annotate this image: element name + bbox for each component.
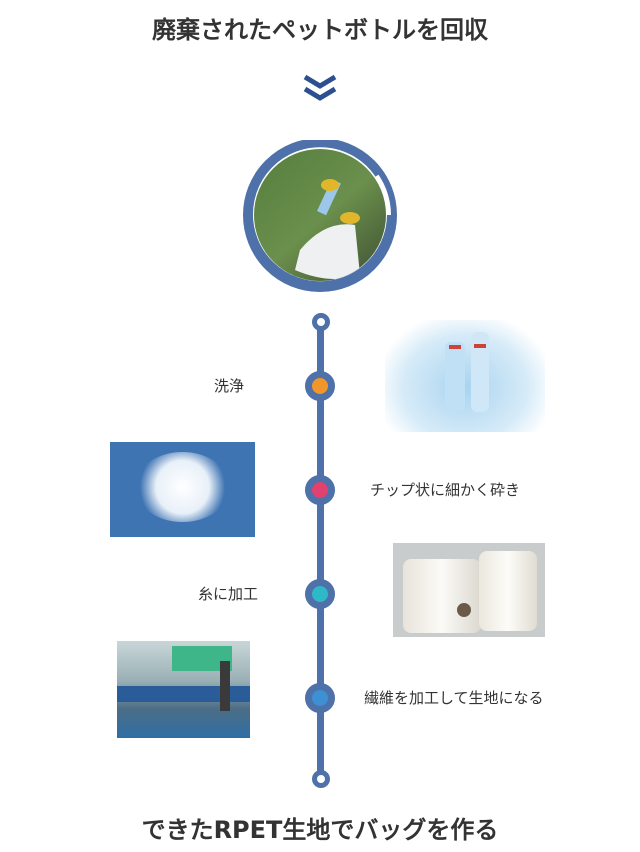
- weaving-factory-photo: [117, 641, 250, 738]
- timeline-start-dot: [312, 313, 330, 331]
- yarn-cones-photo: [393, 543, 545, 637]
- footer-title: できたRPET生地でバッグを作る: [141, 816, 499, 844]
- step-2-node: [305, 475, 335, 505]
- step-1-label: 洗浄: [214, 377, 245, 395]
- bottle-collection-photo: [254, 149, 386, 281]
- crushed-bottles-photo: [385, 320, 545, 432]
- step-3-node: [305, 579, 335, 609]
- timeline-line: [317, 328, 324, 774]
- step-2-label: チップ状に細かく砕き: [370, 481, 521, 499]
- pet-chips-photo: [110, 442, 255, 537]
- step-4-node: [305, 683, 335, 713]
- step-4-label: 繊維を加工して生地になる: [364, 689, 544, 707]
- timeline-top-ring: [243, 140, 397, 292]
- header-title: 廃棄されたペットボトルを回収: [152, 16, 488, 44]
- step-3-label: 糸に加工: [198, 585, 259, 603]
- step-1-node: [305, 371, 335, 401]
- chevron-down-icon: [303, 74, 337, 101]
- timeline-end-dot: [312, 770, 330, 788]
